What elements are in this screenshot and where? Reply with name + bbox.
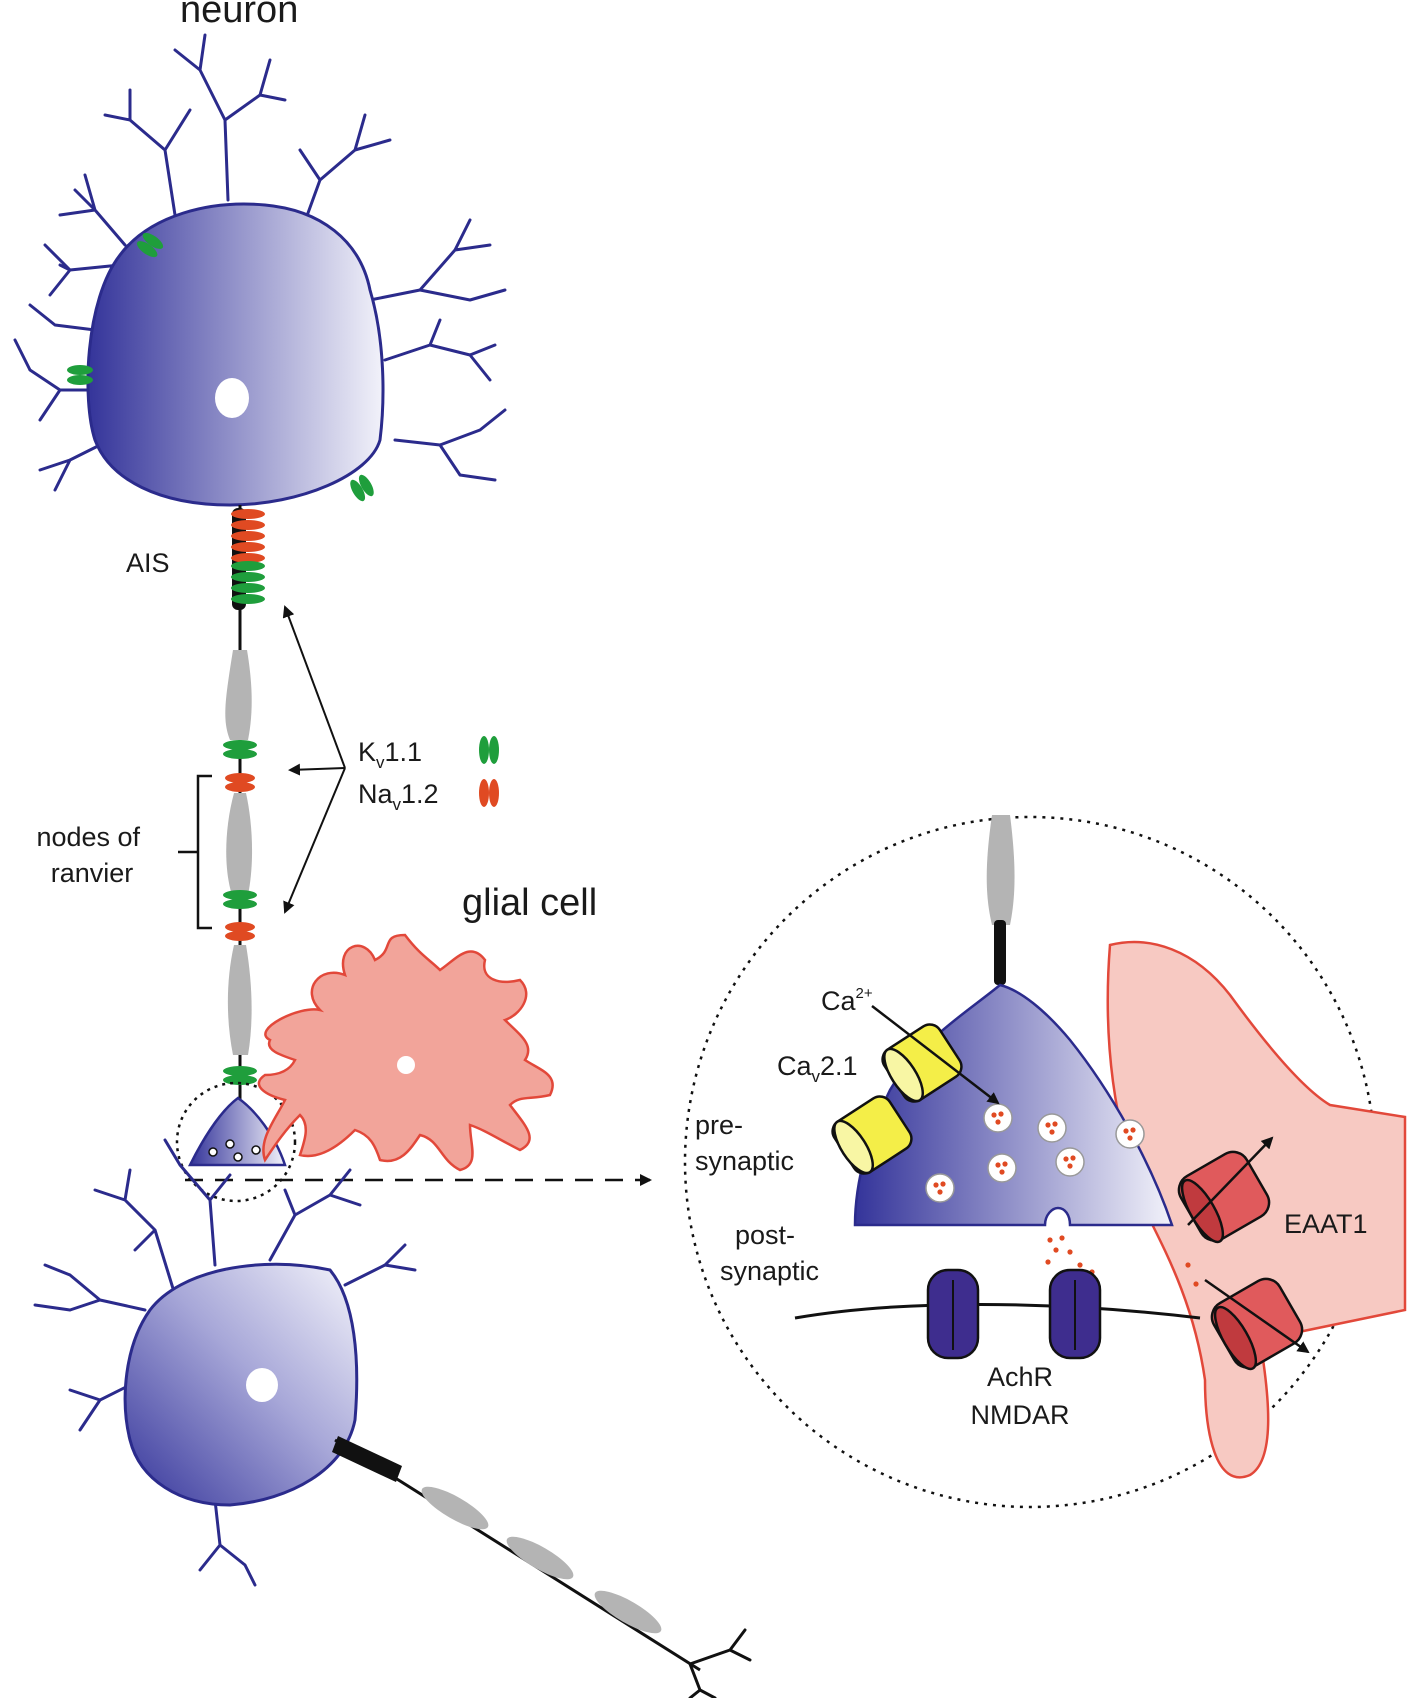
nodes-bracket: [178, 774, 212, 930]
label-achr: AchR: [987, 1362, 1053, 1392]
zoom-myelin: [986, 815, 1015, 925]
top-nucleus: [215, 378, 249, 418]
label-neuron: neuron: [180, 0, 298, 31]
bottom-nucleus: [246, 1368, 278, 1402]
main-axon: [175, 505, 652, 1203]
soma-kv-channels: [67, 232, 374, 502]
label-eaat1: EAAT1: [1284, 1209, 1368, 1239]
label-postsynaptic: post- synaptic: [720, 1220, 819, 1286]
terminal-vesicles: [208, 1139, 261, 1162]
glial-cell: [257, 933, 554, 1172]
synapse-zoom-view: [683, 815, 1407, 1509]
eaat1-uptake-arrow-1: [1187, 1136, 1274, 1226]
achr-nmdar-receptors: [926, 1268, 1102, 1360]
label-cav21: Cav2.1: [777, 1051, 858, 1086]
label-nodes-of-ranvier: nodes of ranvier: [36, 822, 147, 888]
bottom-axon: [332, 1436, 752, 1698]
legend-kv-symbol: [479, 736, 499, 764]
synaptic-vesicles: [925, 1103, 1199, 1287]
label-ca2plus: Ca2+: [821, 985, 873, 1016]
ais-nav-channels: [231, 509, 265, 563]
label-glial-cell: glial cell: [462, 882, 597, 924]
receptor-1: [926, 1268, 980, 1360]
label-nmdar: NMDAR: [971, 1400, 1070, 1430]
bottom-neuron: [33, 1138, 752, 1698]
myelin-sheaths: [225, 650, 253, 1055]
top-dendrites: [13, 33, 507, 492]
zoom-axon-segment: [994, 920, 1006, 985]
ais-kv-channels: [231, 561, 265, 604]
eaat1-uptake-arrow-2: [1204, 1278, 1310, 1354]
label-presynaptic: pre- synaptic: [695, 1110, 794, 1176]
label-kv11: Kv1.1: [358, 737, 422, 772]
eaat1-transporters: [1177, 1150, 1304, 1371]
legend-nav-symbol: [479, 779, 499, 807]
bottom-dendrites: [33, 1138, 417, 1587]
bottom-soma: [123, 1262, 359, 1507]
released-glutamate: [1045, 1235, 1199, 1287]
glial-nucleus: [397, 1056, 415, 1074]
label-nav12: Nav1.2: [358, 779, 439, 814]
top-neuron: [13, 33, 507, 507]
channel-pointer-arrows: [282, 605, 346, 914]
postsynaptic-membrane: [794, 1303, 1201, 1320]
node-channels: [223, 740, 257, 1085]
label-ais: AIS: [126, 548, 170, 578]
top-soma: [86, 202, 385, 507]
receptor-2: [1048, 1268, 1102, 1360]
cav21-channels: [831, 1023, 963, 1175]
zoom-circle-small: [175, 1081, 297, 1203]
ca-influx-arrow: [871, 1005, 1000, 1105]
